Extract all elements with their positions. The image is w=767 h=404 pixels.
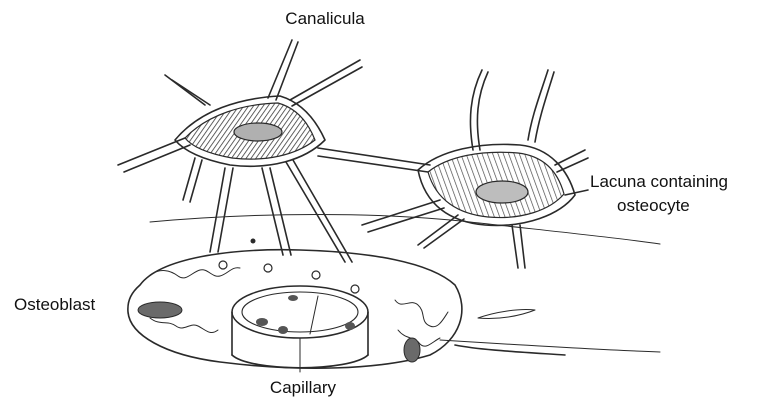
label-capillary: Capillary — [248, 378, 358, 398]
label-lacuna-line1: Lacuna containing — [590, 172, 728, 192]
bone-matrix-outline — [150, 215, 660, 353]
osteocyte-right — [362, 70, 588, 268]
label-lacuna-line2: osteocyte — [617, 196, 690, 216]
label-osteoblast: Osteoblast — [14, 295, 95, 315]
label-canalicula: Canalicula — [270, 9, 380, 29]
osteocyte-left — [118, 40, 430, 262]
capillary — [232, 286, 368, 372]
